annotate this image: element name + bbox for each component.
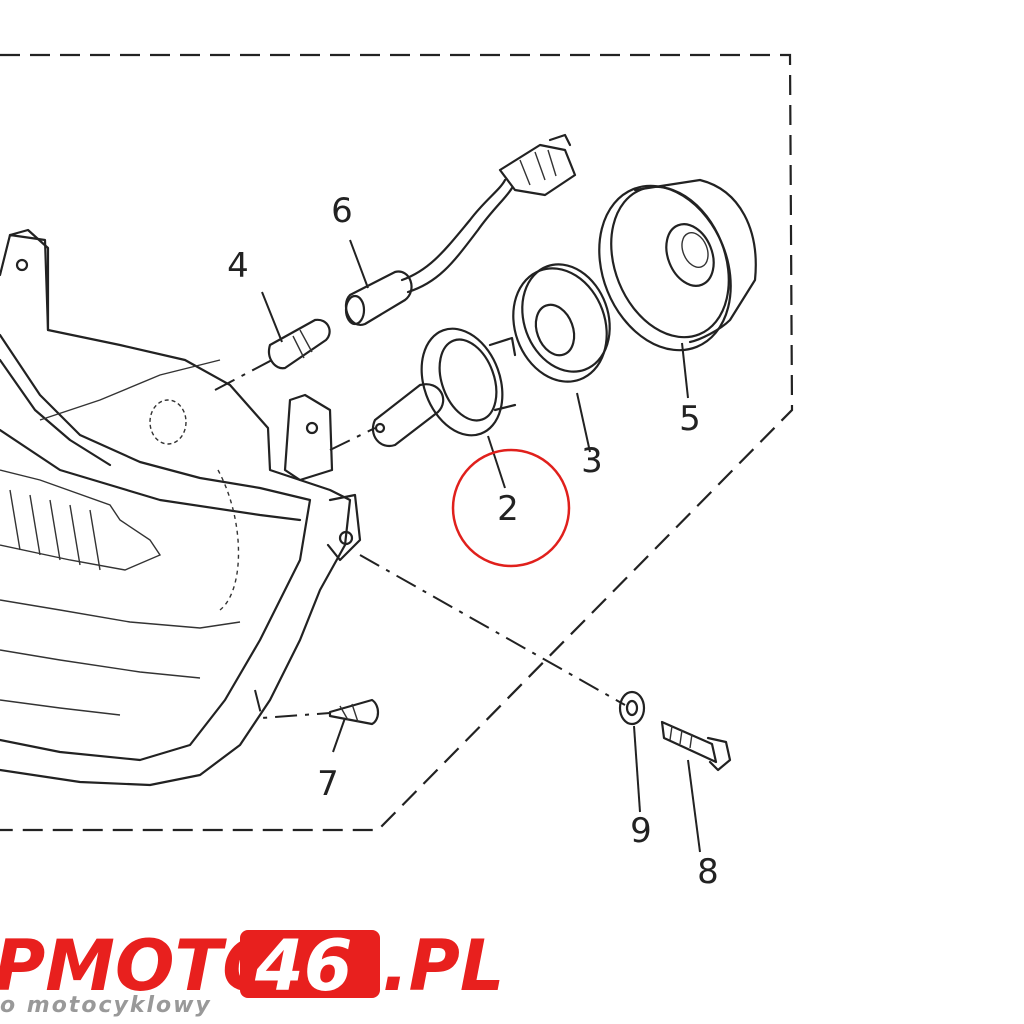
headlight-housing — [0, 228, 362, 787]
watermark-brand-prefix: PMOTO — [0, 925, 282, 1007]
bulb-socket-harness — [344, 133, 577, 326]
label-part-6: 6 — [331, 191, 353, 231]
centerline-socket — [329, 427, 376, 451]
headlight-bulb — [371, 327, 517, 448]
watermark-number-badge — [240, 930, 380, 998]
position-bulb — [267, 318, 331, 370]
highlight-circle — [451, 448, 571, 568]
dust-cap — [598, 178, 757, 352]
watermark-brand-suffix: .PL — [382, 925, 505, 1007]
watermark-tagline: o motocyklowy — [0, 993, 212, 1018]
rubber-cover — [512, 263, 611, 383]
label-part-3: 3 — [581, 441, 603, 481]
bolt — [660, 720, 732, 772]
clip — [328, 698, 380, 726]
label-part-4: 4 — [227, 246, 249, 286]
label-part-8: 8 — [697, 852, 719, 892]
centerline-bulb — [214, 359, 273, 391]
centerline-bolt — [359, 554, 626, 706]
centerline-clip — [254, 689, 331, 720]
label-part-5: 5 — [679, 399, 701, 439]
watermark-brand-number: 46 — [254, 925, 352, 1007]
label-part-9: 9 — [630, 811, 652, 851]
assembly-boundary — [0, 53, 794, 832]
watermark: PMOTO 46 .PL o motocyklowy — [0, 925, 505, 1018]
nut — [618, 690, 646, 726]
label-part-7: 7 — [317, 764, 339, 804]
label-part-2: 2 — [497, 489, 519, 529]
